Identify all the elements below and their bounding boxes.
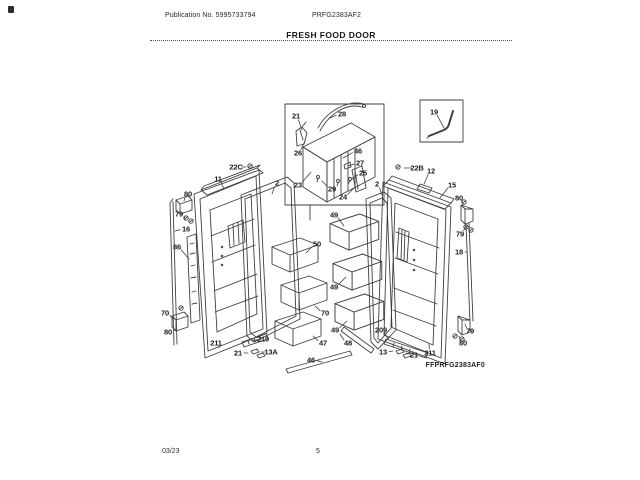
left-door-assembly — [169, 163, 301, 359]
footer-date: 03/23 — [162, 448, 180, 455]
bottom-trim-parts — [241, 326, 429, 374]
scan-artifact — [8, 6, 14, 13]
header-rule — [150, 40, 512, 41]
dispenser-inset-box — [284, 102, 385, 221]
right-door-assembly — [365, 164, 474, 365]
diagram-reference-code: FFPRFG2383AF0 — [425, 362, 485, 369]
publication-number: Publication No. 5995733794 — [165, 12, 256, 19]
section-title: FRESH FOOD DOOR — [286, 30, 376, 40]
tube-inset-box — [419, 99, 464, 143]
leader-lines — [169, 114, 468, 363]
model-number: PRFG2383AF2 — [312, 12, 361, 19]
footer-page-number: 5 — [316, 448, 320, 455]
